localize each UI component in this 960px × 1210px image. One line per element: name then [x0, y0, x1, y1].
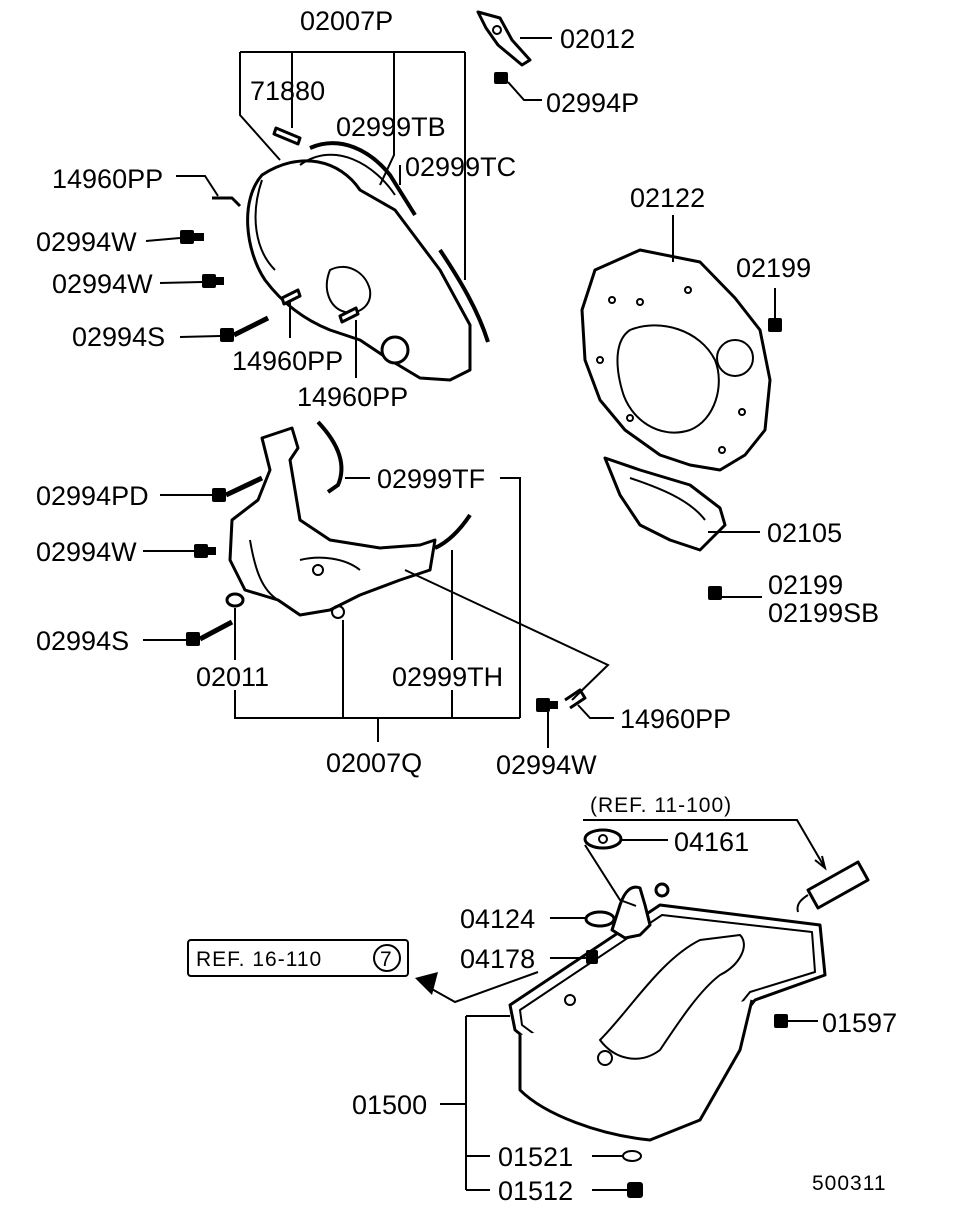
gasket-04161 [583, 828, 623, 850]
bolt-02994PD [212, 475, 264, 502]
label-02994P: 02994P [546, 88, 639, 118]
bolt-04178 [586, 950, 598, 964]
cover-seal-02999TH [434, 513, 472, 550]
label-02999TF: 02999TF [377, 464, 485, 494]
bolt-02994S-b [186, 619, 234, 646]
clip-71880 [272, 126, 302, 146]
upper-timing-cover [246, 153, 472, 382]
pin-14960PP-d [564, 688, 587, 710]
label-02994S-b: 02994S [36, 626, 129, 656]
bolt-02994W-d [536, 698, 558, 712]
label-04124: 04124 [460, 904, 535, 934]
label-02994W-a: 02994W [36, 227, 137, 257]
diagram-code: 500311 [812, 1172, 887, 1195]
label-02199-b: 02199 [768, 570, 843, 600]
label-14960PP-d: 14960PP [620, 704, 731, 734]
bolt-02994S-a [220, 315, 270, 342]
label-02007Q: 02007Q [326, 748, 422, 778]
label-14960PP-c: 14960PP [297, 382, 408, 412]
bolt-02199-a [768, 318, 782, 332]
label-02994W-b: 02994W [52, 269, 153, 299]
label-02105: 02105 [767, 518, 842, 548]
label-02122: 02122 [630, 183, 705, 213]
label-01597: 01597 [822, 1008, 897, 1038]
label-02199-a: 02199 [736, 253, 811, 283]
label-01521: 01521 [498, 1142, 573, 1172]
part-labels: 02007P 02012 71880 02994P 02999TB 02999T… [36, 6, 897, 1206]
ref-16-110-label: REF. 16-110 [196, 948, 322, 971]
cover-seal-02999TC [438, 248, 490, 343]
label-02994S-a: 02994S [72, 322, 165, 352]
ref-16-110-number: 7 [380, 948, 393, 971]
bracket-02012 [476, 10, 532, 67]
plug-01512 [627, 1182, 643, 1198]
label-02994PD: 02994PD [36, 481, 149, 511]
label-01512: 01512 [498, 1176, 573, 1206]
label-14960PP-a: 14960PP [52, 164, 163, 194]
label-02999TB: 02999TB [336, 112, 446, 142]
leader-lines [143, 37, 827, 1191]
label-01500: 01500 [352, 1090, 427, 1120]
cover-seal-02999TF [316, 420, 344, 494]
bolt-02199-b [708, 586, 722, 600]
oil-level-sensor [796, 860, 870, 913]
label-02007P: 02007P [300, 6, 393, 36]
label-02994W-d: 02994W [496, 750, 597, 780]
ref-11-100-label: (REF. 11-100) [590, 794, 732, 817]
label-14960PP-b: 14960PP [232, 346, 343, 376]
label-02199SB: 02199SB [768, 598, 879, 628]
cover-seal-02999TB [309, 141, 417, 217]
label-04178: 04178 [460, 944, 535, 974]
bolt-02994P [494, 72, 508, 84]
plug-01597 [774, 1014, 788, 1028]
label-02012: 02012 [560, 24, 635, 54]
ring-01521 [622, 1150, 642, 1162]
pin-14960PP-a [212, 196, 242, 208]
label-02999TH: 02999TH [392, 662, 503, 692]
label-02999TC: 02999TC [405, 152, 516, 182]
engine-rear-plate [580, 248, 772, 472]
label-02011: 02011 [196, 662, 269, 692]
label-71880: 71880 [250, 76, 325, 106]
lower-timing-cover [228, 426, 437, 619]
bolt-02994W-c [194, 544, 216, 558]
cover-02105 [603, 456, 727, 552]
oil-pump-pickup [584, 844, 670, 940]
grommet-02011 [225, 592, 245, 608]
ref-16-110-box [187, 939, 409, 977]
bolt-02994W-b [202, 274, 224, 288]
label-04161: 04161 [674, 827, 749, 857]
label-02994W-c: 02994W [36, 537, 137, 567]
pin-14960PP-c [338, 306, 360, 324]
bolt-02994W-a [180, 230, 204, 244]
pin-14960PP-b [280, 288, 302, 306]
